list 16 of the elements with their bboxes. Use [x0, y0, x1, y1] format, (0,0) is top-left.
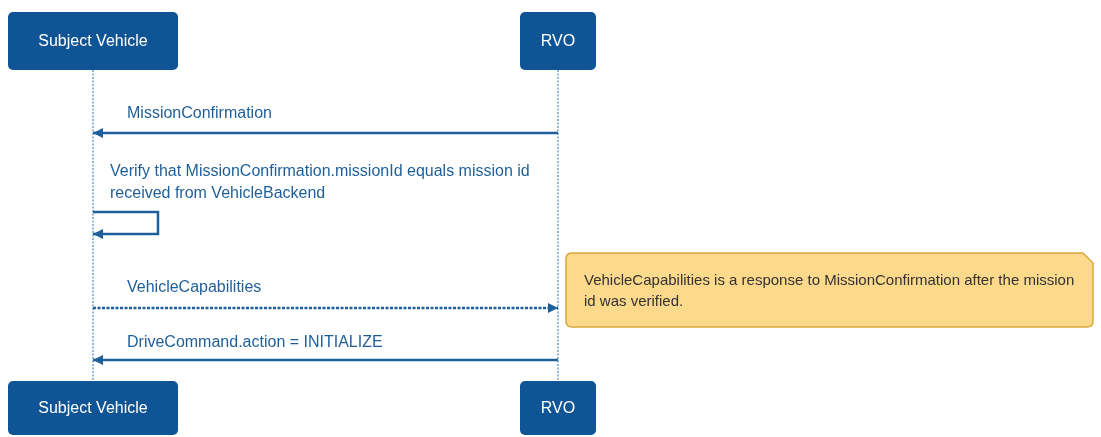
- lifeline: [557, 69, 559, 382]
- message-label: VehicleCapabilities: [127, 277, 262, 297]
- message-label: MissionConfirmation: [127, 103, 272, 123]
- note-text: VehicleCapabilities is a response to MissionConfirmation after the mission id was verified.: [584, 270, 1075, 311]
- participant-box: Subject Vehicle: [8, 12, 178, 70]
- message-label: DriveCommand.action = INITIALIZE: [127, 332, 383, 352]
- self-message-arrow: [93, 210, 160, 239]
- participant-box: Subject Vehicle: [8, 381, 178, 435]
- message-arrow: [93, 303, 558, 313]
- message-label: Verify that MissionConfirmation.missionId equals mission id received from VehicleBackend: [110, 161, 530, 203]
- participant-box: RVO: [520, 12, 596, 70]
- message-arrow: [93, 355, 558, 365]
- lifeline: [92, 69, 94, 382]
- note-shape: [565, 252, 1094, 328]
- participant-box: RVO: [520, 381, 596, 435]
- message-arrow: [93, 128, 558, 138]
